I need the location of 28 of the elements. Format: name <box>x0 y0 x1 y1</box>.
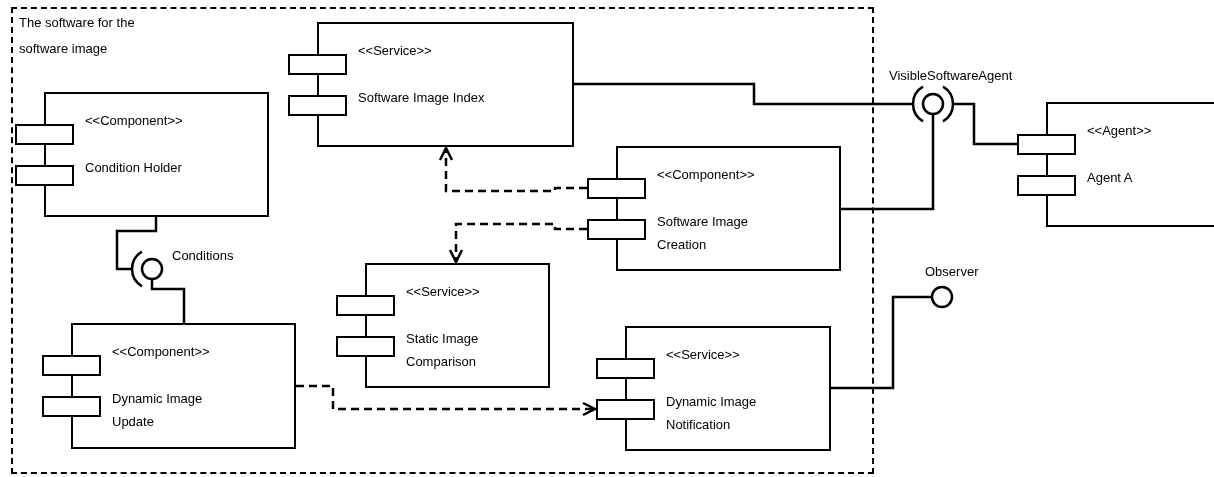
system-boundary <box>11 7 874 474</box>
stereotype-label: <<Agent>> <box>1087 122 1152 140</box>
interface-label: VisibleSoftwareAgent <box>889 67 1013 85</box>
dependency-arrow <box>448 222 587 264</box>
component-name: Software Image Index <box>358 89 486 107</box>
stereotype-label: <<Component>> <box>112 343 210 361</box>
component-name: Dynamic Image Update <box>112 390 204 431</box>
stereotype-label: <<Component>> <box>85 112 183 130</box>
stereotype-label: <<Component>> <box>657 166 755 184</box>
component-name: Static Image Comparison <box>406 330 480 371</box>
connector-line <box>953 102 1017 146</box>
stereotype-label: <<Service>> <box>358 42 432 60</box>
component-name: Condition Holder <box>85 159 183 177</box>
connector-line <box>831 295 932 390</box>
stereotype-label: <<Service>> <box>666 346 740 364</box>
connector-line <box>115 217 158 271</box>
stereotype-label: <<Service>> <box>406 283 480 301</box>
dependency-arrow <box>296 384 597 417</box>
component-name: Agent A <box>1087 169 1134 187</box>
component-name: Software Image Creation <box>657 213 750 254</box>
boundary-title: The software for the software image <box>19 14 136 58</box>
interface-label: Observer <box>925 263 979 281</box>
dependency-arrow <box>438 146 587 193</box>
connector-line <box>841 115 935 211</box>
component-name: Dynamic Image Notification <box>666 393 758 434</box>
interface-label: Conditions <box>172 247 234 265</box>
connector-line <box>574 82 913 106</box>
connector-line <box>150 280 186 323</box>
